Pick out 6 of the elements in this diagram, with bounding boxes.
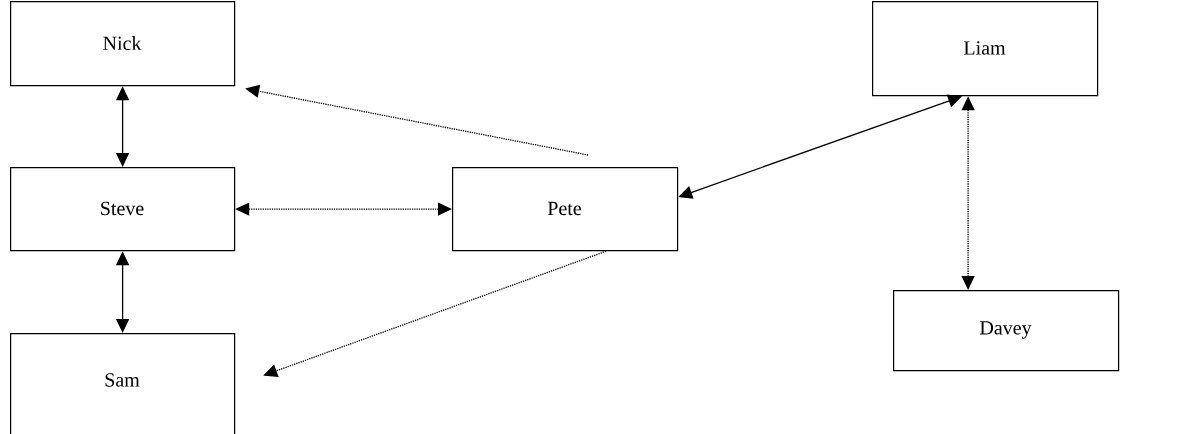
name-box: Sam (10, 333, 236, 434)
name-box: Pete (452, 167, 679, 252)
name-box: Liam (872, 1, 1099, 97)
name-box: Steve (10, 167, 236, 252)
name-box: Nick (10, 1, 236, 87)
name-box: Davey (893, 290, 1120, 372)
